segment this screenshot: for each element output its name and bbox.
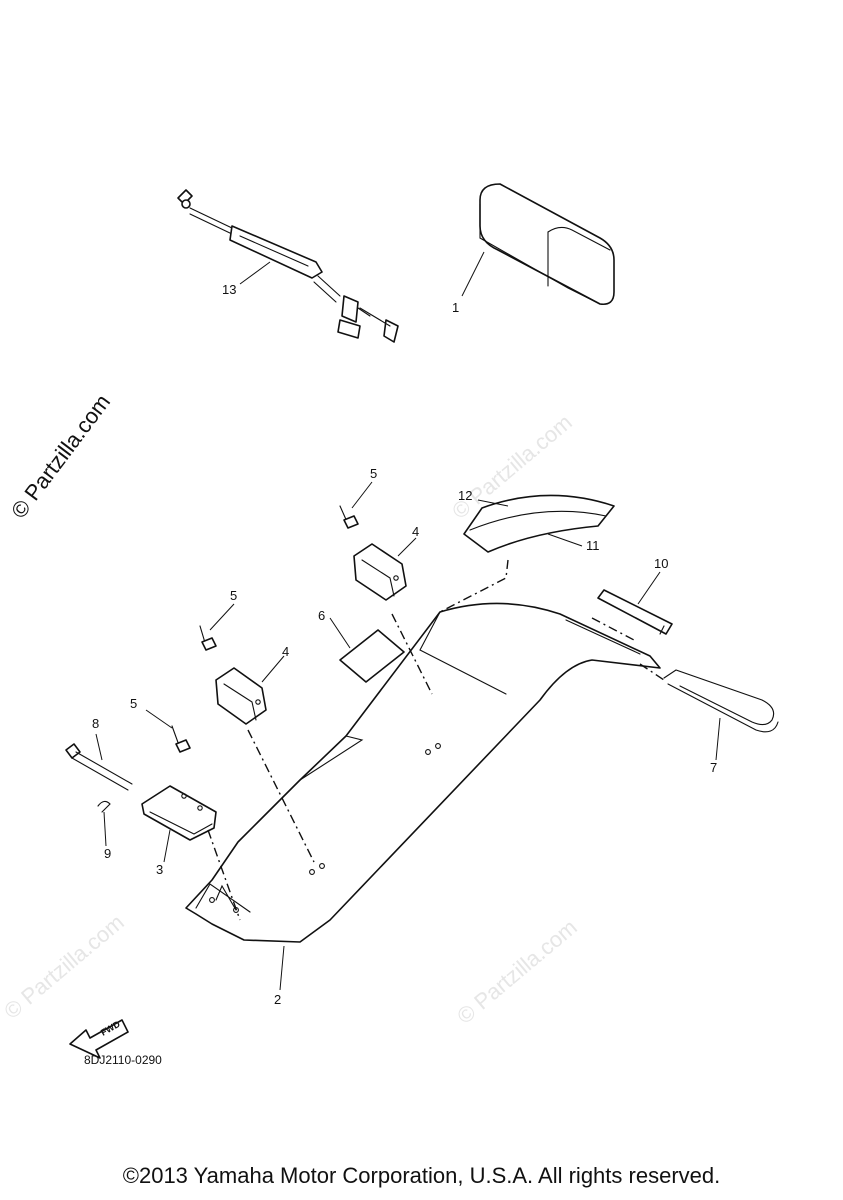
watermark-main: © Partzilla.com xyxy=(6,390,115,523)
callout-9: 9 xyxy=(104,846,111,861)
part-4-clip-lower xyxy=(215,667,267,725)
callout-3: 3 xyxy=(156,862,163,877)
callout-1: 1 xyxy=(452,300,459,315)
callout-6: 6 xyxy=(318,608,325,623)
part-13-cable xyxy=(177,189,399,343)
part-2-panel xyxy=(185,602,661,943)
mounting-holes xyxy=(209,743,441,913)
callout-7: 7 xyxy=(710,760,717,775)
watermark-faint-2: © Partzilla.com xyxy=(0,909,129,1023)
part-5-rivet-upper xyxy=(339,505,359,529)
callout-4a: 4 xyxy=(412,524,419,539)
watermark-faint-3: © Partzilla.com xyxy=(452,914,582,1028)
callout-4b: 4 xyxy=(282,644,289,659)
part-5-rivet-middle xyxy=(199,625,217,651)
callout-5c: 5 xyxy=(130,696,137,711)
part-5-rivet-lower xyxy=(171,725,191,753)
callout-5b: 5 xyxy=(230,588,237,603)
part-9-pin xyxy=(97,800,111,813)
callout-12: 12 xyxy=(458,488,472,503)
part-7-rod xyxy=(663,669,779,733)
part-6-label xyxy=(339,629,405,683)
part-8-bolt xyxy=(65,743,133,791)
copyright-notice: ©2013 Yamaha Motor Corporation, U.S.A. A… xyxy=(122,1163,721,1188)
assembly-lines xyxy=(207,559,665,921)
callout-13: 13 xyxy=(222,282,236,297)
callout-8: 8 xyxy=(92,716,99,731)
part-12-11-pad xyxy=(463,494,615,553)
part-4-clip-upper xyxy=(353,543,407,601)
callout-11: 11 xyxy=(586,538,600,553)
part-1-box xyxy=(479,183,615,306)
part-10-strip xyxy=(597,589,673,635)
callout-10: 10 xyxy=(654,556,668,571)
callout-5a: 5 xyxy=(370,466,377,481)
part-3-hinge xyxy=(141,785,217,841)
callout-2: 2 xyxy=(274,992,281,1007)
diagram-code: 8DJ2110-0290 xyxy=(84,1053,162,1067)
